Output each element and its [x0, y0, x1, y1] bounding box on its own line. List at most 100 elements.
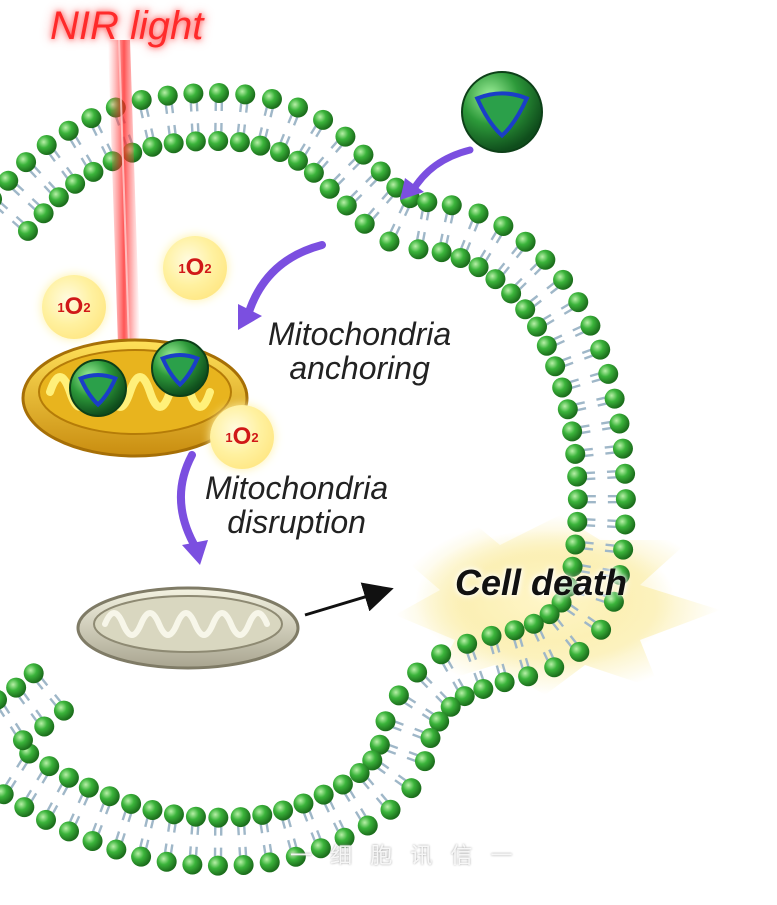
- lipid-head: [13, 730, 33, 750]
- lipid-head: [442, 195, 462, 215]
- lipid-head: [371, 162, 391, 182]
- lipid-head: [39, 756, 59, 776]
- lipid-head: [34, 203, 54, 223]
- lipid-head: [353, 145, 373, 165]
- lipid-head: [420, 728, 440, 748]
- lipid-head: [408, 239, 428, 259]
- lipid-head: [553, 270, 573, 290]
- lipid-head: [516, 232, 536, 252]
- death-arrow: [305, 590, 388, 615]
- lipid-head: [293, 794, 313, 814]
- lipid-head: [230, 132, 250, 152]
- disruption-label: Mitochondria disruption: [205, 472, 388, 539]
- lipid-head: [609, 414, 629, 434]
- lipid-head: [505, 620, 525, 640]
- lipid-head: [545, 356, 565, 376]
- lipid-head: [432, 242, 452, 262]
- lipid-head: [417, 192, 437, 212]
- lipid-head: [14, 797, 34, 817]
- lipid-head: [262, 89, 282, 109]
- lipid-head: [493, 216, 513, 236]
- lipid-head: [18, 221, 38, 241]
- lipid-head: [350, 763, 370, 783]
- lipid-head: [535, 250, 555, 270]
- lipid-head: [83, 831, 103, 851]
- lipid-head: [562, 421, 582, 441]
- lipid-head: [495, 672, 515, 692]
- lipid-head: [580, 316, 600, 336]
- nanoparticle-anchored-1: [70, 360, 126, 416]
- lipid-head: [407, 662, 427, 682]
- lipid-head: [252, 805, 272, 825]
- lipid-head: [591, 620, 611, 640]
- lipid-head: [54, 701, 74, 721]
- lipid-head: [157, 852, 177, 872]
- anchoring-label-line1: Mitochondria: [268, 318, 451, 352]
- nir-light-label: NIR light: [50, 4, 203, 49]
- lipid-head: [186, 131, 206, 151]
- lipid-head: [106, 840, 126, 860]
- lipid-head: [164, 804, 184, 824]
- watermark: 一 细 胞 讯 信 一: [290, 838, 519, 870]
- lipid-head: [544, 657, 564, 677]
- lipid-head: [613, 439, 633, 459]
- lipid-head: [568, 292, 588, 312]
- lipid-head: [613, 540, 633, 560]
- lipid-head: [81, 108, 101, 128]
- lipid-head: [482, 626, 502, 646]
- lipid-head: [451, 248, 471, 268]
- nir-laser-beam: [108, 40, 140, 345]
- lipid-head: [270, 142, 290, 162]
- lipid-head: [273, 800, 293, 820]
- lipid-head: [469, 257, 489, 277]
- lipid-head: [518, 666, 538, 686]
- lipid-head: [260, 852, 280, 872]
- lipid-head: [379, 232, 399, 252]
- lipid-head: [83, 162, 103, 182]
- lipid-head: [335, 127, 355, 147]
- lipid-head: [616, 489, 636, 509]
- lipid-head: [208, 856, 228, 876]
- lipid-head: [231, 807, 251, 827]
- lipid-head: [314, 785, 334, 805]
- lipid-head: [457, 634, 477, 654]
- lipid-head: [605, 389, 625, 409]
- lipid-head: [208, 131, 228, 151]
- lipid-head: [0, 189, 2, 209]
- lipid-head: [358, 816, 378, 836]
- lipid-head: [569, 642, 589, 662]
- lipid-head: [527, 317, 547, 337]
- lipid-head: [164, 133, 184, 153]
- lipid-head: [100, 786, 120, 806]
- lipid-head: [552, 377, 572, 397]
- lipid-head: [415, 751, 435, 771]
- lipid-head: [59, 121, 79, 141]
- lipid-head: [16, 152, 36, 172]
- lipid-head: [34, 716, 54, 736]
- lipid-head: [79, 778, 99, 798]
- lipid-head: [142, 800, 162, 820]
- lipid-head: [132, 90, 152, 110]
- lipid-head: [515, 299, 535, 319]
- lipid-head: [376, 711, 396, 731]
- lipid-head: [567, 467, 587, 487]
- lipid-head: [485, 269, 505, 289]
- lipid-head: [24, 663, 44, 683]
- lipid-head: [183, 83, 203, 103]
- lipid-head: [320, 179, 340, 199]
- lipid-head: [131, 847, 151, 867]
- lipid-head: [524, 614, 544, 634]
- lipid-head: [37, 135, 57, 155]
- anchoring-label: Mitochondria anchoring: [268, 318, 451, 385]
- lipid-head: [65, 174, 85, 194]
- disruption-arrow: [181, 455, 208, 565]
- lipid-head: [568, 489, 588, 509]
- lipid-head: [558, 399, 578, 419]
- lipid-head: [615, 464, 635, 484]
- lipid-head: [389, 685, 409, 705]
- lipid-head: [473, 679, 493, 699]
- entry-arrow: [400, 150, 470, 200]
- lipid-head: [401, 778, 421, 798]
- lipid-head: [234, 855, 254, 875]
